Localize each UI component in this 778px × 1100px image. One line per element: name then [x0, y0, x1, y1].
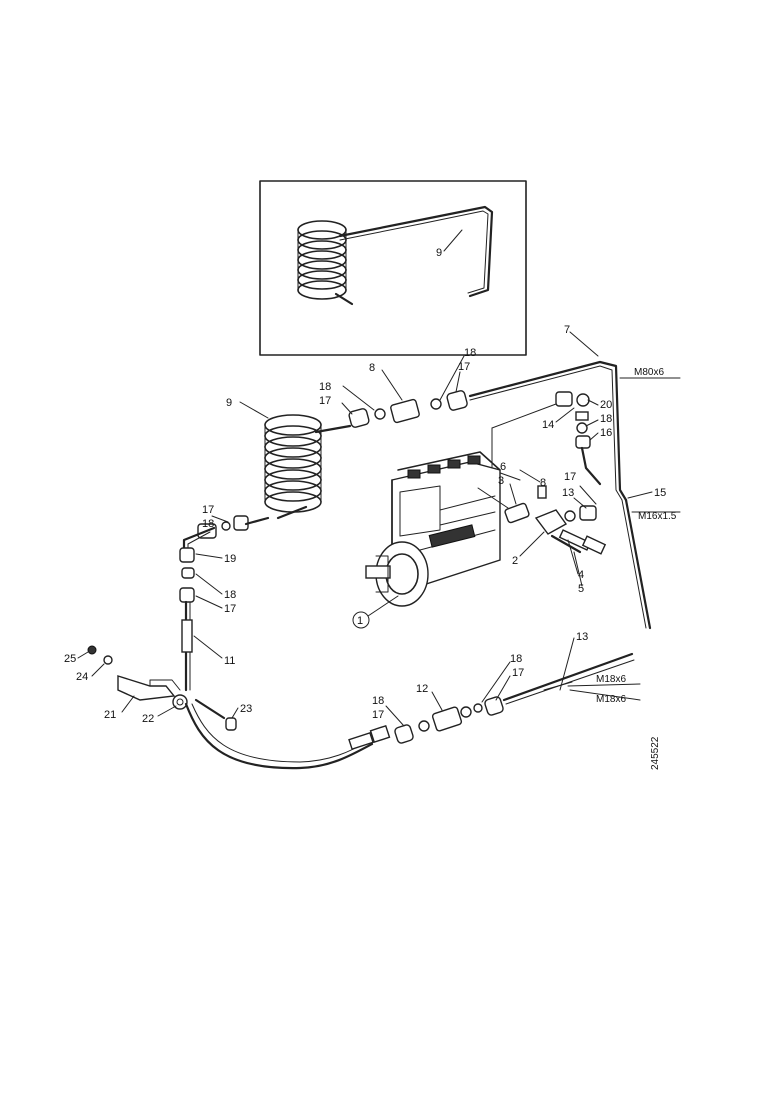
label-18-b: 18	[464, 347, 476, 359]
label-14: 14	[542, 419, 554, 431]
label-13: 13	[562, 487, 574, 499]
callout-mid-right: M16x1.5	[638, 511, 677, 522]
fitting-group-top	[348, 360, 628, 502]
label-18-f: 18	[372, 695, 384, 707]
inset-box: 9	[259, 180, 527, 356]
label-23: 23	[240, 703, 252, 715]
label-17-e: 17	[224, 603, 236, 615]
label-18-c: 18	[600, 413, 612, 425]
label-6: 6	[500, 461, 506, 473]
label-1: 1	[357, 615, 363, 627]
label-17-c: 17	[564, 471, 576, 483]
label-15: 15	[654, 487, 666, 499]
label-11: 11	[224, 655, 235, 667]
label-16: 16	[600, 427, 612, 439]
label-8: 8	[369, 362, 375, 374]
label-13-b: 13	[576, 631, 588, 643]
label-3: 3	[498, 475, 504, 487]
label-12: 12	[416, 683, 428, 695]
label-5: 5	[578, 583, 584, 595]
label-18-a: 18	[319, 381, 331, 393]
label-17-b: 17	[458, 361, 470, 373]
label-8b: 8	[540, 477, 546, 489]
bracket-group	[87, 645, 237, 731]
label-17-g: 17	[512, 667, 524, 679]
label-18-d: 18	[202, 518, 214, 530]
label-4: 4	[578, 569, 584, 581]
fitting-group-right	[491, 391, 602, 486]
label-24: 24	[76, 671, 88, 683]
label-19-a: 19	[224, 553, 236, 565]
label-21: 21	[104, 709, 116, 721]
callout-top-right: M80x6	[634, 367, 664, 378]
callout-bottom-right-2: M18x6	[596, 694, 626, 705]
label-2: 2	[512, 555, 518, 567]
callout-bottom-right-1: M18x6	[596, 674, 626, 685]
left-pipe-group	[179, 515, 270, 692]
label-22: 22	[142, 713, 154, 725]
coil-part-9	[264, 414, 352, 520]
label-18-g: 18	[510, 653, 522, 665]
label-20: 20	[600, 399, 612, 411]
label-18-e: 18	[224, 589, 236, 601]
label-17-a: 17	[319, 395, 331, 407]
label-17-d: 17	[202, 504, 214, 516]
fitting-group-bottom	[394, 652, 635, 744]
label-9: 9	[226, 397, 232, 409]
compressor-part-1	[365, 451, 501, 607]
bottom-hose	[184, 698, 391, 770]
label-17-f: 17	[372, 709, 384, 721]
label-9-inset: 9	[436, 247, 442, 259]
label-25: 25	[64, 653, 76, 665]
valve-group	[477, 485, 607, 555]
label-7: 7	[564, 324, 570, 336]
figure-id: 245522	[650, 736, 661, 770]
inset-coil	[297, 205, 494, 306]
